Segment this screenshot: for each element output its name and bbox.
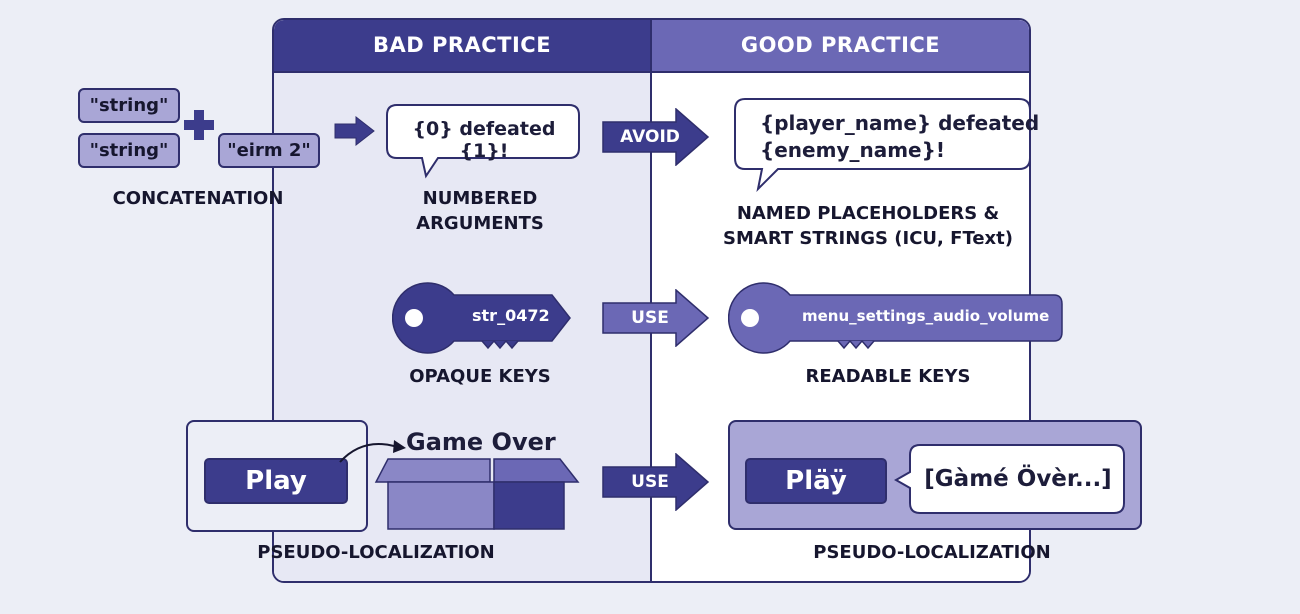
string-chip: "eirm 2": [218, 133, 320, 168]
readable-key-text: menu_settings_audio_volume: [802, 307, 1050, 325]
bad-practice-header: BAD PRACTICE: [274, 20, 650, 73]
game-over-text: Game Over: [406, 428, 556, 456]
play-button: Play: [204, 458, 348, 504]
use-arrow-keys: [602, 289, 710, 347]
readable-keys-label: READABLE KEYS: [805, 366, 971, 387]
string-chip: "string": [78, 133, 180, 168]
readable-key-icon: [728, 282, 1063, 354]
string-chip: "string": [78, 88, 180, 123]
good-practice-title: GOOD PRACTICE: [740, 33, 941, 57]
named-placeholders-label-line1: NAMED PLACEHOLDERS &: [736, 203, 1000, 224]
opaque-keys-label: OPAQUE KEYS: [409, 366, 551, 387]
opaque-key-icon: [392, 282, 571, 354]
avoid-arrow: [602, 108, 710, 166]
text-overflow-box-icon: [374, 458, 580, 530]
numbered-bubble-text: {0} defeated {1}!: [412, 118, 556, 162]
pseudo-play-button: Pläÿ: [745, 458, 887, 504]
speech-bubble-numbered: [386, 104, 580, 179]
arrow-right-icon: [334, 116, 375, 146]
plus-icon: [184, 110, 214, 140]
named-placeholders-label-line2: SMART STRINGS (ICU, FText): [723, 228, 1013, 249]
use-arrow-keys-label: USE: [631, 308, 669, 328]
pseudo-text-bubble: [894, 444, 1125, 514]
pseudo-game-over-text: [Gàmé Övèr...]: [924, 466, 1112, 492]
use-arrow-pseudo: [602, 453, 710, 511]
curved-arrow-icon: [339, 440, 406, 463]
good-pseudo-localization-label: PSEUDO-LOCALIZATION: [813, 542, 1051, 563]
column-divider: [650, 20, 652, 581]
use-arrow-pseudo-label: USE: [631, 472, 669, 492]
bad-practice-title: BAD PRACTICE: [372, 33, 552, 57]
good-practice-header: GOOD PRACTICE: [652, 20, 1029, 73]
named-bubble-text-line2: {enemy_name}!: [760, 138, 945, 162]
named-bubble-text-line1: {player_name} defeated: [760, 111, 1040, 135]
numbered-arguments-label-line2: ARGUMENTS: [416, 213, 544, 234]
concatenation-label: CONCATENATION: [112, 188, 284, 209]
speech-bubble-named: [734, 98, 1031, 192]
numbered-arguments-label-line1: NUMBERED: [422, 188, 538, 209]
bad-pseudo-localization-label: PSEUDO-LOCALIZATION: [257, 542, 495, 563]
opaque-key-text: str_0472: [472, 306, 550, 325]
avoid-arrow-label: AVOID: [620, 127, 680, 147]
